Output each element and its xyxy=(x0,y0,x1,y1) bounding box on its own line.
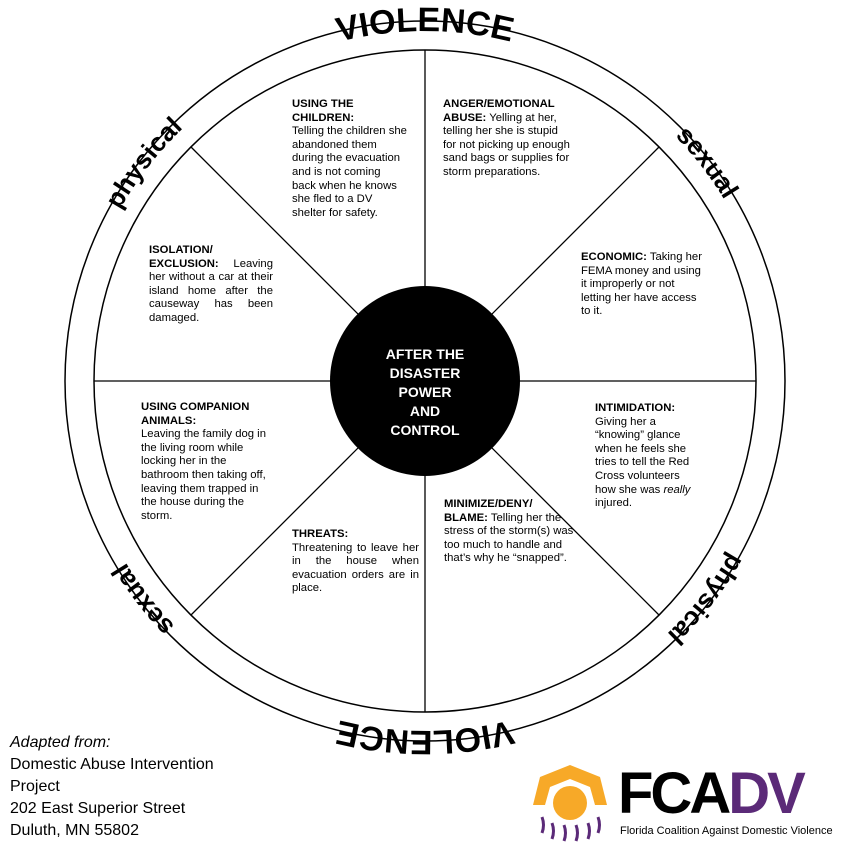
section-body: Leaving her without a car at their islan… xyxy=(149,257,273,324)
center-line: CONTROL xyxy=(390,422,460,438)
section-threats: THREATS:Threatening to leave her in the … xyxy=(292,528,419,596)
sun-icon xyxy=(533,765,607,842)
ring-label-top: VIOLENCE xyxy=(333,1,518,49)
section-intimidation: INTIMIDATION:Giving her a “knowing” glan… xyxy=(595,402,695,511)
credit-line: 202 East Superior Street xyxy=(10,800,186,817)
center-line: AND xyxy=(409,403,441,419)
svg-text:sexual: sexual xyxy=(105,559,179,643)
section-body: Telling her the stress of the storm(s) w… xyxy=(444,511,574,565)
svg-text:physical: physical xyxy=(99,111,188,213)
section-minimize-deny-blame: MINIMIZE/DENY/ BLAME: Telling her the st… xyxy=(444,498,574,566)
credit-line: Domestic Abuse Intervention xyxy=(10,756,214,773)
svg-text:VIOLENCE: VIOLENCE xyxy=(333,1,518,49)
center-line: AFTER THE xyxy=(385,346,465,362)
ring-label-bottom: VIOLENCE xyxy=(333,713,518,761)
section-isolation-exclusion: ISOLATION/ EXCLUSION: Leaving her withou… xyxy=(149,244,273,326)
credit-heading: Adapted from: xyxy=(10,734,111,751)
section-title: ECONOMIC: xyxy=(581,251,647,263)
center-title: AFTER THE DISASTER POWER AND CONTROL xyxy=(335,345,515,440)
section-body: Yelling at her, telling her she is stupi… xyxy=(443,111,570,178)
ring-label-top-right: sexual xyxy=(671,120,745,204)
credit-line: Project xyxy=(10,778,60,795)
section-body: Taking her FEMA money and using it impro… xyxy=(581,251,702,318)
outer-ring xyxy=(64,20,786,742)
section-title: THREATS: xyxy=(292,528,349,540)
section-body: injured. xyxy=(595,497,633,510)
section-title: ISOLATION/ EXCLUSION: xyxy=(149,244,219,270)
logo-text-dv: DV xyxy=(728,761,806,826)
center-line: DISASTER xyxy=(389,365,461,381)
section-anger-emotional: ANGER/EMOTIONAL ABUSE: Yelling at her, t… xyxy=(443,98,573,180)
section-body: Giving her a “knowing” glance when he fe… xyxy=(595,415,690,496)
center-line: POWER xyxy=(398,384,452,400)
section-body-emphasis: really xyxy=(663,483,691,496)
section-title: MINIMIZE/DENY/ BLAME: xyxy=(444,498,533,524)
ring-label-bottom-right: physical xyxy=(662,549,751,651)
svg-text:VIOLENCE: VIOLENCE xyxy=(333,713,518,761)
section-using-children: USING THE CHILDREN:Telling the children … xyxy=(292,98,407,220)
center-hub xyxy=(330,286,520,476)
ring-label-top-left: physical xyxy=(99,111,188,213)
logo-tagline: Florida Coalition Against Domestic Viole… xyxy=(620,825,833,837)
logo-text-fca: FCA xyxy=(618,761,731,826)
section-body: Telling the children she abandoned them … xyxy=(292,125,407,219)
credit-block: Adapted from: Domestic Abuse Interventio… xyxy=(10,732,214,842)
svg-text:sexual: sexual xyxy=(671,120,745,204)
section-title: USING THE CHILDREN: xyxy=(292,98,355,124)
credit-line: Duluth, MN 55802 xyxy=(10,822,139,839)
section-body: Leaving the family dog in the living roo… xyxy=(141,428,266,522)
section-title: INTIMIDATION: xyxy=(595,402,676,414)
ring-label-bottom-left: sexual xyxy=(105,559,179,643)
svg-text:physical: physical xyxy=(662,549,751,651)
section-title: USING COMPANION ANIMALS: xyxy=(141,401,250,427)
section-body: Threatening to leave her in the house wh… xyxy=(292,541,419,595)
section-companion-animals: USING COMPANION ANIMALS:Leaving the fami… xyxy=(141,401,271,523)
section-economic: ECONOMIC: Taking her FEMA money and usin… xyxy=(581,251,706,319)
section-title: ANGER/EMOTIONAL ABUSE: xyxy=(443,98,555,124)
